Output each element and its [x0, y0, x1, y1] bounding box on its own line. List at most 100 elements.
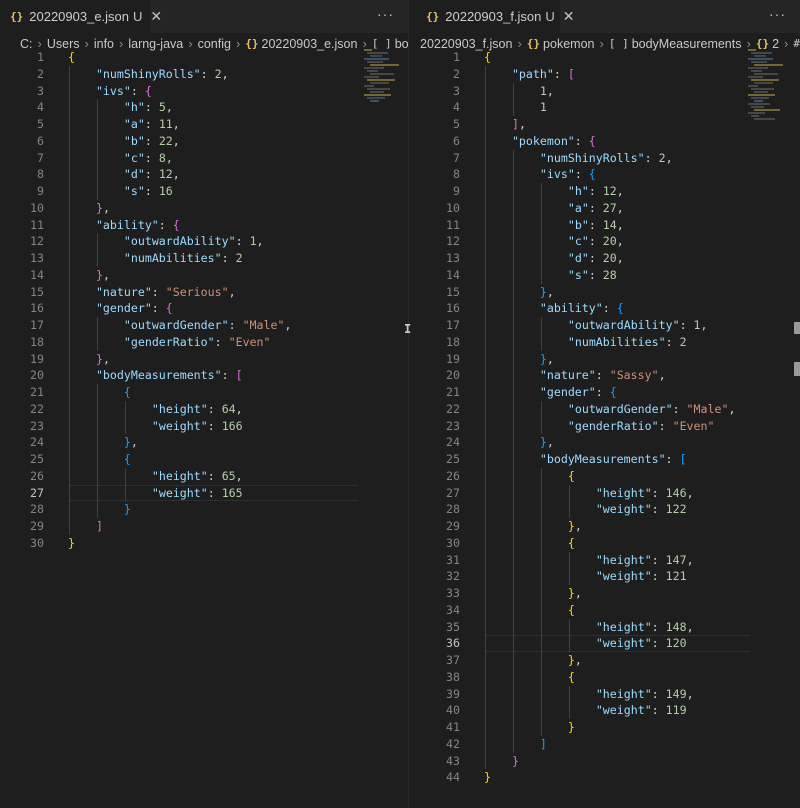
- close-icon[interactable]: ✕: [150, 8, 163, 24]
- indent-guide: [568, 484, 570, 502]
- line-number: 31: [446, 552, 460, 567]
- code-content: "bodyMeasurements": [: [95, 368, 243, 383]
- line-number: 12: [446, 234, 460, 249]
- tab-label: 20220903_e.json: [29, 9, 130, 24]
- line-number: 9: [453, 184, 460, 198]
- indent-guide: [540, 652, 542, 669]
- close-icon[interactable]: ✕: [562, 8, 575, 24]
- minimap-line: [364, 58, 389, 60]
- minimap[interactable]: [748, 49, 786, 120]
- code-content: {: [567, 602, 575, 617]
- line-number: 24: [30, 435, 44, 450]
- indent-guide: [485, 652, 486, 669]
- code-content: "h": 12,: [567, 184, 624, 198]
- code-content: "outwardGender": "Male",: [567, 401, 736, 416]
- indent-guide: [485, 668, 486, 686]
- code-content: }: [567, 720, 575, 734]
- code-content: "weight": 119: [595, 703, 687, 718]
- split-sash[interactable]: [408, 0, 417, 808]
- code-line: 21{: [0, 384, 408, 401]
- code-line: 27"height": 146,: [416, 484, 800, 502]
- breadcrumb-segment[interactable]: pokemon: [543, 37, 595, 51]
- indent-guide: [540, 183, 542, 200]
- indent-guide: [69, 65, 70, 83]
- line-number: 2: [453, 66, 460, 81]
- code-line: 17"outwardGender": "Male",: [0, 317, 408, 334]
- breadcrumb-segment[interactable]: 20220903_f.json: [420, 37, 513, 51]
- breadcrumb-segment[interactable]: info: [93, 37, 114, 51]
- indent-guide: [69, 400, 70, 418]
- breadcrumb-segment[interactable]: Users: [46, 37, 80, 51]
- code-content: },: [95, 267, 110, 282]
- number-icon: #: [793, 37, 800, 50]
- more-actions-icon[interactable]: ···: [377, 6, 394, 22]
- indent-guide: [512, 99, 514, 116]
- indent-guide: [69, 384, 70, 401]
- code-content: "a": 11,: [123, 117, 180, 131]
- code-content: },: [567, 519, 582, 533]
- indent-guide: [540, 719, 542, 736]
- indent-guide: [512, 484, 514, 502]
- tab-20220903-e-json[interactable]: {} 20220903_e.json U ✕: [0, 0, 162, 33]
- tab-20220903-f-json[interactable]: {} 20220903_f.json U ✕: [416, 0, 575, 33]
- minimap-line: [367, 88, 390, 90]
- code-line: 37},: [416, 652, 800, 669]
- line-number: 25: [446, 452, 460, 466]
- scrollbar-marker[interactable]: [794, 362, 800, 376]
- indent-guide: [540, 333, 542, 351]
- line-number: 16: [30, 301, 44, 316]
- indent-guide: [512, 250, 514, 267]
- code-line: 29]: [0, 518, 408, 535]
- code-content: "gender": {: [95, 301, 173, 316]
- line-number: 8: [37, 167, 44, 182]
- breadcrumb-segment[interactable]: larng-java: [128, 37, 184, 51]
- minimap[interactable]: [364, 49, 402, 109]
- minimap-line: [754, 73, 778, 75]
- code-line: 29},: [416, 518, 800, 535]
- code-line: 11"b": 14,: [416, 216, 800, 234]
- code-content: 1,: [539, 83, 554, 98]
- code-content: },: [567, 586, 582, 600]
- indent-guide: [512, 702, 514, 719]
- line-number: 18: [446, 334, 460, 349]
- code-line: 15"nature": "Serious",: [0, 283, 408, 301]
- chevron-right-icon: ›: [362, 36, 367, 51]
- code-line: 18"genderRatio": "Even": [0, 333, 408, 351]
- indent-guide: [485, 82, 486, 100]
- breadcrumb-segment[interactable]: C:: [20, 37, 33, 51]
- code-content: "gender": {: [539, 385, 617, 399]
- code-content: "numAbilities": 2: [123, 251, 243, 265]
- code-content: },: [95, 351, 110, 366]
- indent-guide: [568, 702, 570, 719]
- indent-guide: [540, 518, 542, 535]
- code-editor[interactable]: 1{2"numShinyRolls": 2,3"ivs": {4"h": 5,5…: [0, 49, 408, 808]
- breadcrumb-segment[interactable]: 20220903_e.json: [261, 37, 358, 51]
- indent-guide: [96, 250, 98, 267]
- code-content: },: [95, 200, 110, 215]
- indent-guide: [485, 132, 486, 150]
- code-content: },: [539, 351, 554, 366]
- text-cursor-icon: I: [404, 322, 412, 336]
- breadcrumb-segment[interactable]: config: [197, 37, 231, 51]
- code-line: 16 "gender": {: [0, 300, 408, 317]
- indent-guide: [96, 317, 98, 334]
- breadcrumb-segment[interactable]: 2: [772, 37, 780, 51]
- code-content: ]: [539, 736, 547, 751]
- scrollbar-marker[interactable]: [794, 322, 800, 334]
- code-content: ],: [511, 117, 526, 131]
- code-line: 25"bodyMeasurements": [: [416, 451, 800, 468]
- breadcrumb-segment[interactable]: bodyMeas: [394, 37, 408, 51]
- indent-guide: [512, 82, 514, 100]
- line-number: 19: [30, 351, 44, 366]
- more-actions-icon[interactable]: ···: [769, 6, 786, 22]
- code-content: }: [68, 535, 75, 550]
- code-line: 15},: [416, 283, 800, 301]
- code-content: "height": 64,: [151, 401, 243, 416]
- breadcrumb-segment[interactable]: bodyMeasurements: [631, 37, 742, 51]
- code-content: "height": 146,: [595, 485, 694, 500]
- untracked-badge: U: [133, 9, 143, 24]
- indent-guide: [512, 317, 514, 334]
- minimap-line: [751, 97, 769, 99]
- indent-guide: [540, 400, 542, 418]
